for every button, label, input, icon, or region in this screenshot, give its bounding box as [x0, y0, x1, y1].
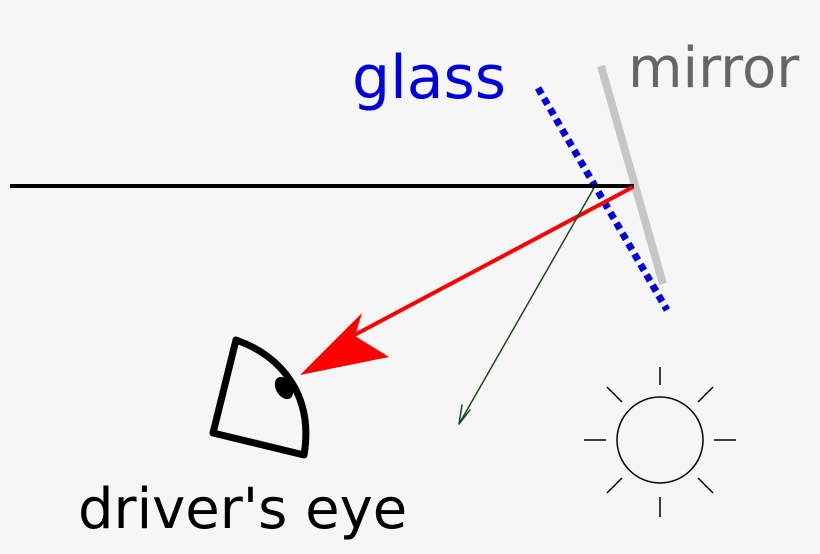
eye-outline — [209, 336, 310, 459]
glass-reflected-arrowhead — [458, 404, 471, 425]
sun-ray-top-left — [606, 386, 623, 403]
sun-disc — [616, 396, 704, 484]
mirror-label: mirror — [628, 36, 800, 101]
mirror-line — [597, 64, 667, 286]
drivers-eye-label: driver's eye — [78, 477, 407, 542]
sun-ray-bottom-left — [606, 477, 623, 494]
sun-ray-bottom-right — [697, 477, 714, 494]
eye-pupil — [274, 376, 294, 400]
sun-icon — [584, 367, 736, 517]
glass-label: glass — [352, 43, 506, 113]
sun-ray-top-right — [697, 386, 714, 403]
glass-line — [534, 86, 671, 312]
mirror-reflected-arrowhead — [300, 313, 389, 375]
mirror-reflected-ray — [344, 185, 634, 342]
glass-reflected-ray — [458, 187, 595, 425]
eye-icon — [209, 336, 310, 459]
